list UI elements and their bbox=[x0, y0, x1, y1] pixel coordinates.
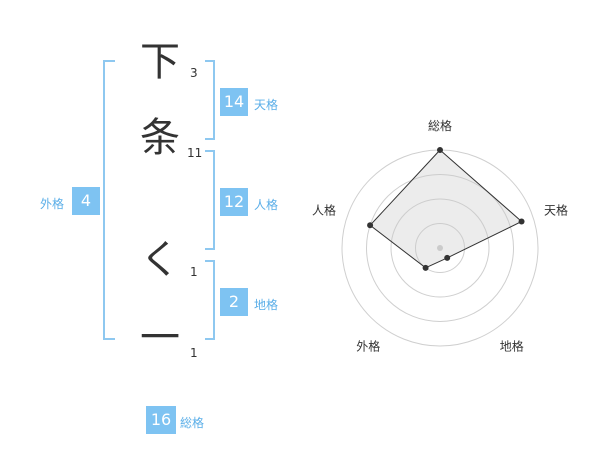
stroke-count-2: 11 bbox=[187, 146, 203, 160]
radar-point-5 bbox=[367, 222, 374, 229]
tenkaku-bracket bbox=[205, 60, 215, 140]
jinkaku-value: 12 bbox=[220, 188, 248, 216]
radar-ring-3 bbox=[366, 174, 514, 322]
jinkaku-label: 人格 bbox=[254, 198, 279, 212]
soukaku-value: 16 bbox=[146, 406, 176, 434]
stroke-count-1: 3 bbox=[190, 66, 198, 80]
radar-ring-1 bbox=[415, 223, 465, 273]
name-char-4: 一 bbox=[140, 315, 180, 361]
radar-axis-label-1: 総格 bbox=[428, 118, 452, 133]
jinkaku-bracket bbox=[205, 150, 215, 250]
radar-point-2 bbox=[518, 218, 525, 225]
radar-point-4 bbox=[422, 264, 429, 271]
chikaku-label: 地格 bbox=[254, 298, 279, 312]
gaikaku-value: 4 bbox=[72, 187, 100, 215]
radar-axis-label-4: 外格 bbox=[356, 339, 380, 354]
name-char-1: 下 bbox=[140, 39, 180, 85]
stroke-count-4: 1 bbox=[190, 346, 198, 360]
radar-axis-label-2: 天格 bbox=[544, 202, 568, 217]
radar-axis-label-5: 人格 bbox=[312, 202, 336, 217]
name-char-2: 条 bbox=[140, 115, 180, 161]
stroke-count-3: 1 bbox=[190, 265, 198, 279]
radar-ring-2 bbox=[390, 198, 490, 298]
tenkaku-value: 14 bbox=[220, 88, 248, 116]
gaikaku-bracket bbox=[103, 60, 115, 340]
chikaku-value: 2 bbox=[220, 288, 248, 316]
soukaku-label: 総格 bbox=[180, 416, 205, 430]
gaikaku-label: 外格 bbox=[40, 197, 65, 211]
radar-center bbox=[437, 245, 443, 251]
radar-axis-label-3: 地格 bbox=[500, 339, 524, 354]
chikaku-bracket bbox=[205, 260, 215, 340]
tenkaku-label: 天格 bbox=[254, 98, 279, 112]
radar-series-area bbox=[369, 149, 523, 269]
radar-point-3 bbox=[444, 254, 451, 261]
name-char-3: く bbox=[140, 237, 180, 283]
radar-point-1 bbox=[437, 147, 443, 153]
